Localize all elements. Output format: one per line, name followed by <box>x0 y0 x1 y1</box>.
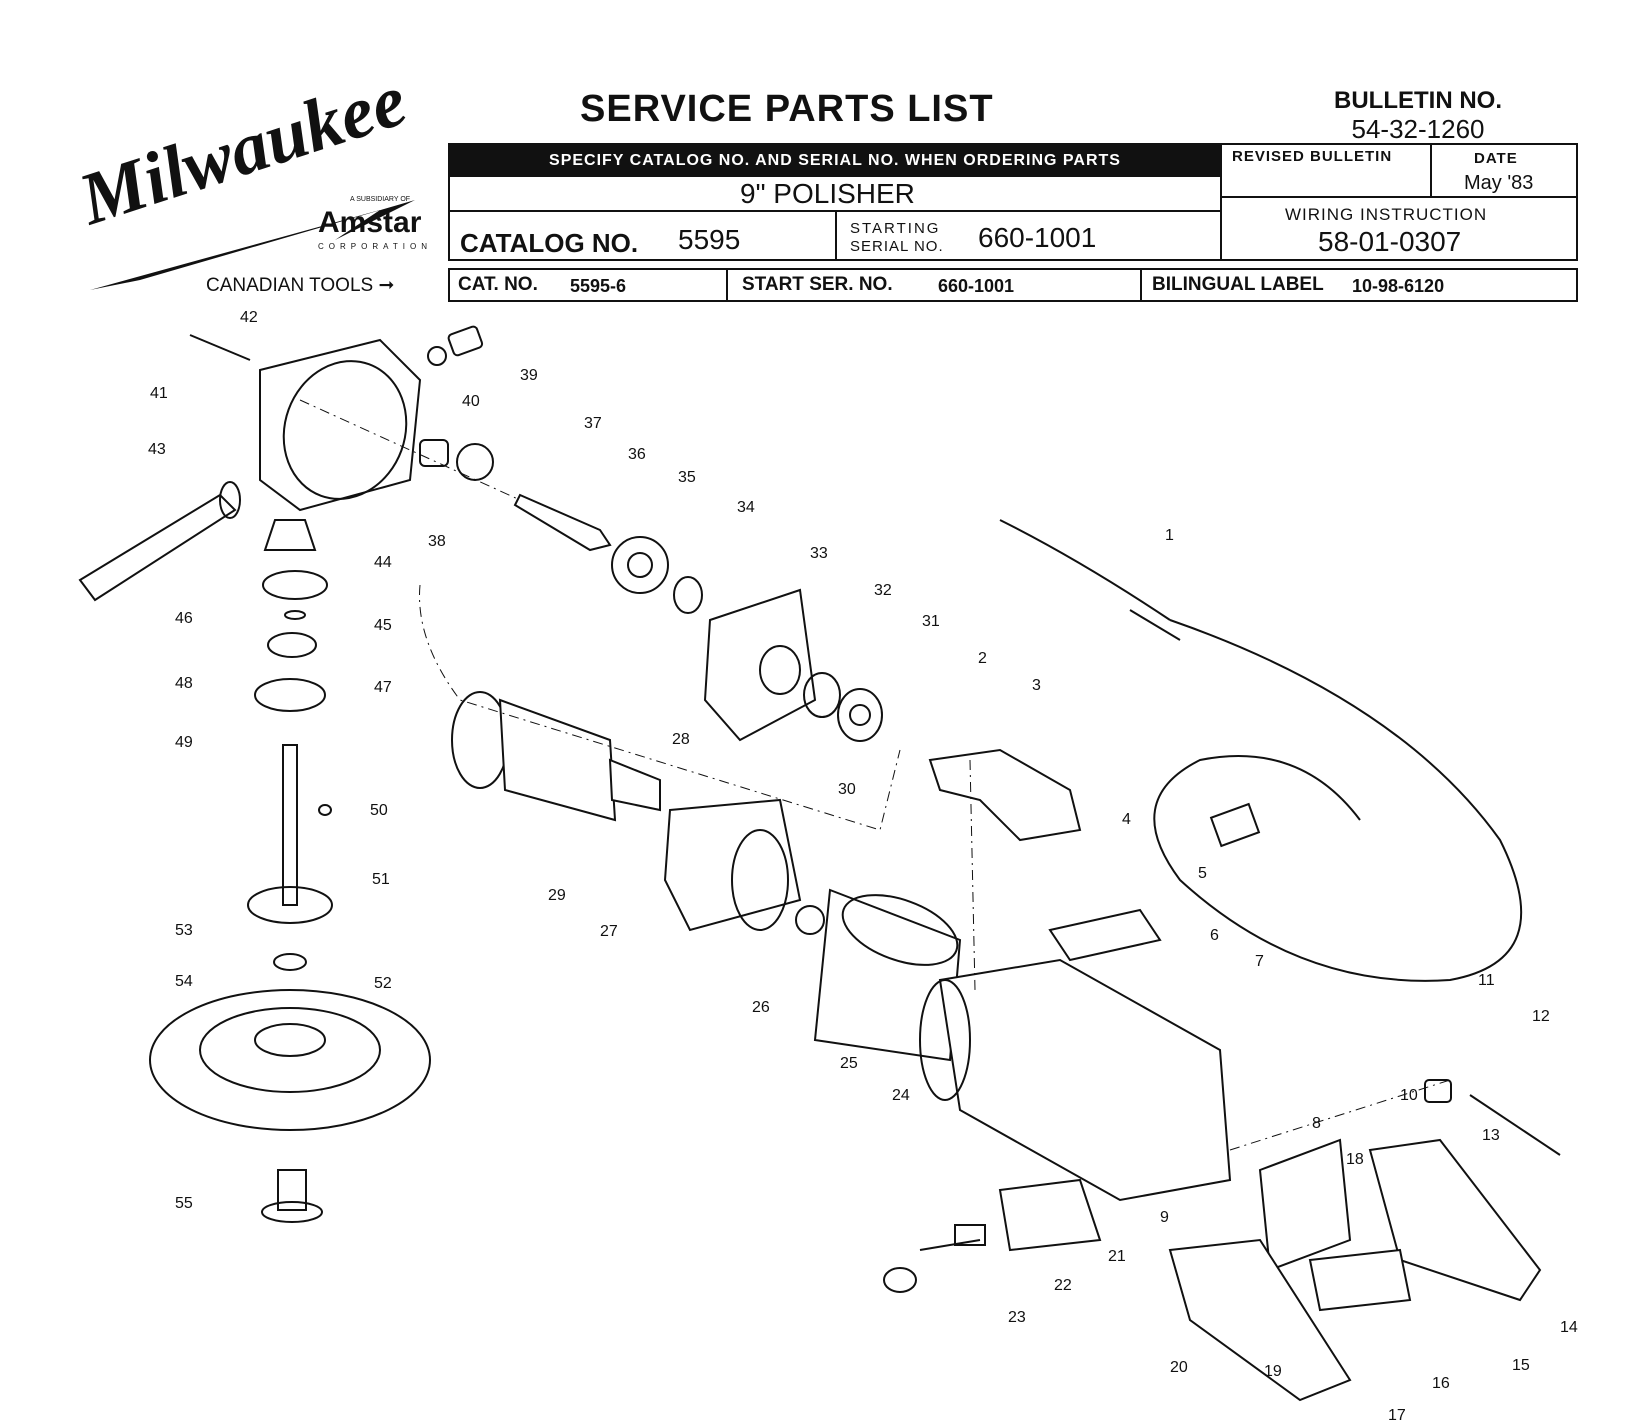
part-label-39: 39 <box>520 367 538 384</box>
cat-value: 5595-6 <box>570 276 627 296</box>
part-label-18: 18 <box>1346 1151 1364 1168</box>
part-label-28: 28 <box>672 731 690 748</box>
part-label-10: 10 <box>1400 1087 1418 1104</box>
part-label-1: 1 <box>1165 527 1174 544</box>
part-label-8: 8 <box>1312 1115 1321 1132</box>
part-label-40: 40 <box>462 393 480 410</box>
bilingual-value: 10-98-6120 <box>1352 276 1445 296</box>
part-label-11: 11 <box>1478 972 1495 989</box>
part-label-55: 55 <box>175 1195 193 1212</box>
catalog-label: CATALOG NO. <box>460 228 639 258</box>
page-title: SERVICE PARTS LIST <box>580 88 994 130</box>
exploded-parts-diagram: 1234567891011121314151617181920212223242… <box>78 310 1578 1420</box>
part-label-17: 17 <box>1388 1407 1406 1420</box>
part-label-43: 43 <box>148 441 166 458</box>
start-ser-value: 660-1001 <box>938 276 1015 296</box>
wiring-value: 58-01-0307 <box>1318 226 1462 257</box>
bulletin-label: BULLETIN NO. <box>1334 87 1502 114</box>
part-label-26: 26 <box>752 999 770 1016</box>
subsidiary-text: A SUBSIDIARY OF <box>350 196 411 203</box>
part-label-6: 6 <box>1210 927 1219 944</box>
part-label-42: 42 <box>240 310 258 326</box>
arrow-right-icon: ➞ <box>378 275 395 296</box>
part-label-34: 34 <box>737 499 755 516</box>
serial-value: 660-1001 <box>978 222 1097 253</box>
part-label-54: 54 <box>175 973 193 990</box>
canadian-box <box>448 268 1578 302</box>
part-label-32: 32 <box>874 582 892 599</box>
revised-bulletin-label: REVISED BULLETIN <box>1232 148 1393 165</box>
part-label-15: 15 <box>1512 1357 1530 1374</box>
catalog-value: 5595 <box>678 224 741 255</box>
part-label-41: 41 <box>150 385 168 402</box>
part-label-33: 33 <box>810 545 828 562</box>
part-label-31: 31 <box>922 613 940 630</box>
part-label-22: 22 <box>1054 1277 1072 1294</box>
part-label-25: 25 <box>840 1055 858 1072</box>
part-label-21: 21 <box>1108 1248 1126 1265</box>
part-label-24: 24 <box>892 1087 910 1104</box>
canadian-label: CANADIAN TOOLS ➞ <box>206 274 394 297</box>
part-label-53: 53 <box>175 922 193 939</box>
part-label-36: 36 <box>628 446 646 463</box>
part-label-16: 16 <box>1432 1375 1450 1392</box>
part-label-50: 50 <box>370 802 388 819</box>
part-label-30: 30 <box>838 781 856 798</box>
bilingual-label: BILINGUAL LABEL <box>1152 274 1324 295</box>
hline-2 <box>1220 196 1578 198</box>
part-label-37: 37 <box>584 415 602 432</box>
part-label-51: 51 <box>372 871 390 888</box>
part-number-labels: 1234567891011121314151617181920212223242… <box>148 310 1578 1420</box>
vline-1 <box>1220 143 1222 261</box>
part-label-19: 19 <box>1264 1363 1282 1380</box>
part-label-29: 29 <box>548 887 566 904</box>
part-label-23: 23 <box>1008 1309 1026 1326</box>
corporation-text: CORPORATION <box>318 242 432 251</box>
part-label-49: 49 <box>175 734 193 751</box>
part-label-3: 3 <box>1032 677 1041 694</box>
product-name: 9" POLISHER <box>740 178 915 209</box>
vline-2 <box>1430 143 1432 198</box>
milwaukee-logo: Milwaukee <box>69 59 420 300</box>
part-label-5: 5 <box>1198 865 1207 882</box>
ordering-banner: SPECIFY CATALOG NO. AND SERIAL NO. WHEN … <box>450 145 1220 177</box>
canadian-vline-1 <box>726 268 728 302</box>
part-label-20: 20 <box>1170 1359 1188 1376</box>
serial-label: SERIAL NO. <box>850 238 944 255</box>
part-label-13: 13 <box>1482 1127 1500 1144</box>
specify-note: SPECIFY CATALOG NO. AND SERIAL NO. WHEN … <box>549 152 1121 169</box>
start-ser-label: START SER. NO. <box>742 274 893 295</box>
vline-3 <box>835 210 837 261</box>
canadian-tools-text: CANADIAN TOOLS <box>206 275 374 296</box>
part-label-14: 14 <box>1560 1319 1578 1336</box>
bulletin-number: 54-32-1260 <box>1351 114 1485 144</box>
part-label-35: 35 <box>678 469 696 486</box>
part-label-38: 38 <box>428 533 446 550</box>
starting-label: STARTING <box>850 220 941 237</box>
part-label-4: 4 <box>1122 811 1131 828</box>
canadian-vline-2 <box>1140 268 1142 302</box>
part-label-52: 52 <box>374 975 392 992</box>
part-label-7: 7 <box>1255 953 1264 970</box>
part-label-27: 27 <box>600 923 618 940</box>
amstar-logo: Amstar <box>318 206 422 239</box>
date-value: May '83 <box>1464 172 1534 194</box>
part-label-47: 47 <box>374 679 392 696</box>
part-label-9: 9 <box>1160 1209 1169 1226</box>
wiring-label: WIRING INSTRUCTION <box>1285 205 1488 224</box>
part-label-44: 44 <box>374 554 392 571</box>
cat-label: CAT. NO. <box>458 274 538 295</box>
part-label-46: 46 <box>175 610 193 627</box>
part-label-45: 45 <box>374 617 392 634</box>
part-label-2: 2 <box>978 650 987 667</box>
date-label: DATE <box>1474 150 1518 167</box>
info-box <box>448 143 1578 261</box>
part-label-48: 48 <box>175 675 193 692</box>
part-label-12: 12 <box>1532 1008 1550 1025</box>
